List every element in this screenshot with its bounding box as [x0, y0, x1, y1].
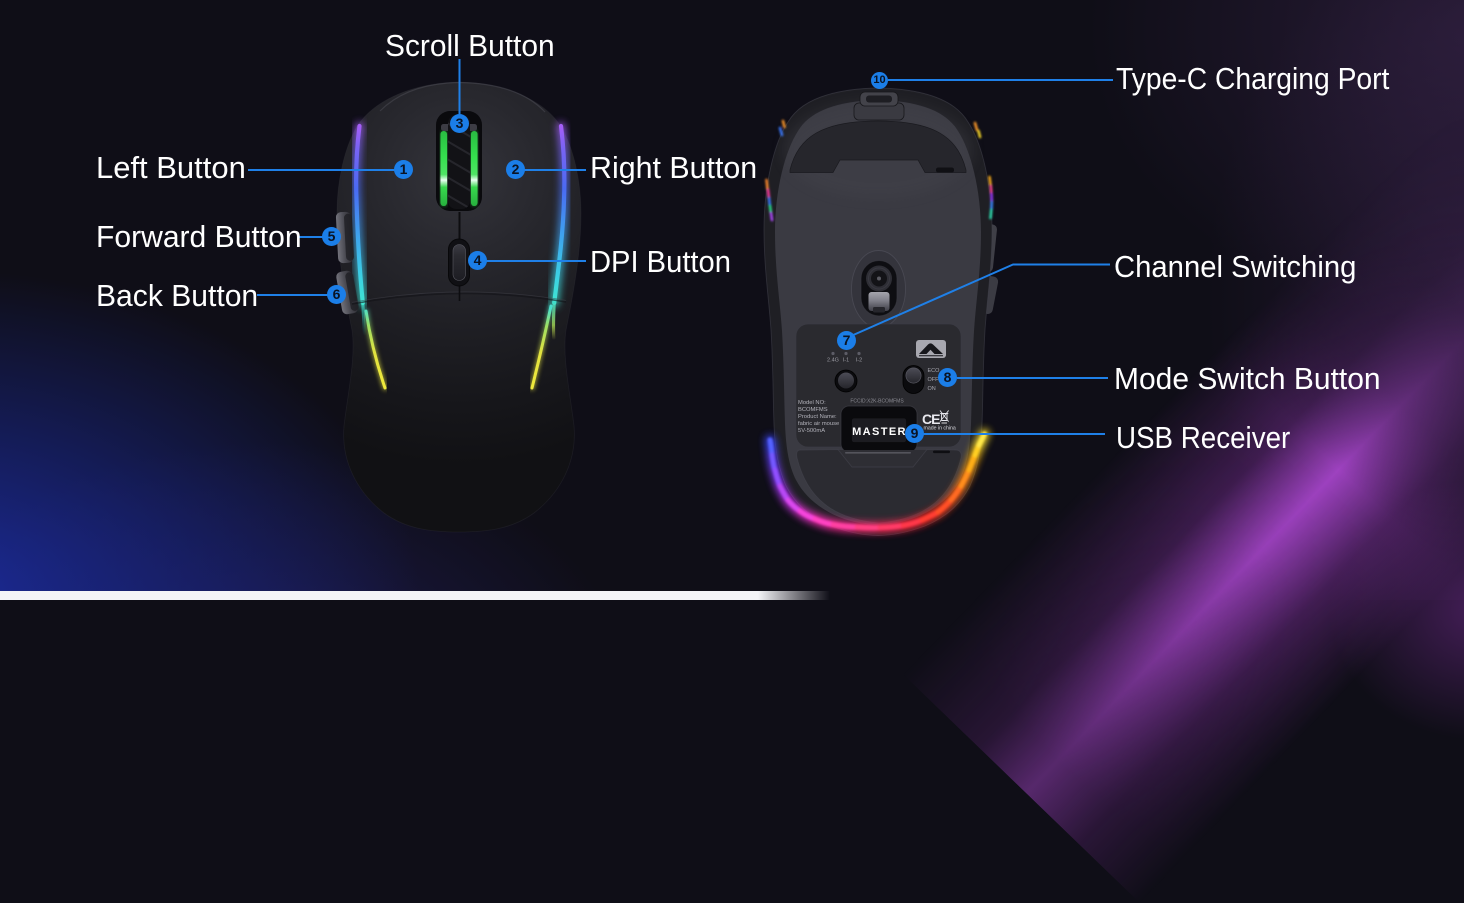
svg-text:ECO: ECO — [928, 368, 941, 374]
svg-text:2.4G: 2.4G — [827, 358, 839, 364]
svg-text:5V-500mA: 5V-500mA — [798, 428, 825, 434]
svg-text:BCOMFMS: BCOMFMS — [798, 407, 828, 413]
svg-text:made in china: made in china — [924, 426, 956, 432]
svg-text:I-2: I-2 — [856, 358, 862, 364]
svg-text:FCCID:X2K-BCOMFMS: FCCID:X2K-BCOMFMS — [850, 399, 904, 405]
svg-text:I-1: I-1 — [843, 358, 849, 364]
svg-text:fabric air mouse: fabric air mouse — [798, 421, 839, 427]
svg-text:OFF: OFF — [928, 377, 940, 383]
svg-text:Model NO:: Model NO: — [798, 400, 826, 406]
svg-text:CE: CE — [922, 411, 940, 427]
svg-text:MASTER: MASTER — [852, 426, 907, 438]
svg-text:ON: ON — [928, 386, 936, 392]
svg-text:Product Name:: Product Name: — [798, 414, 837, 420]
